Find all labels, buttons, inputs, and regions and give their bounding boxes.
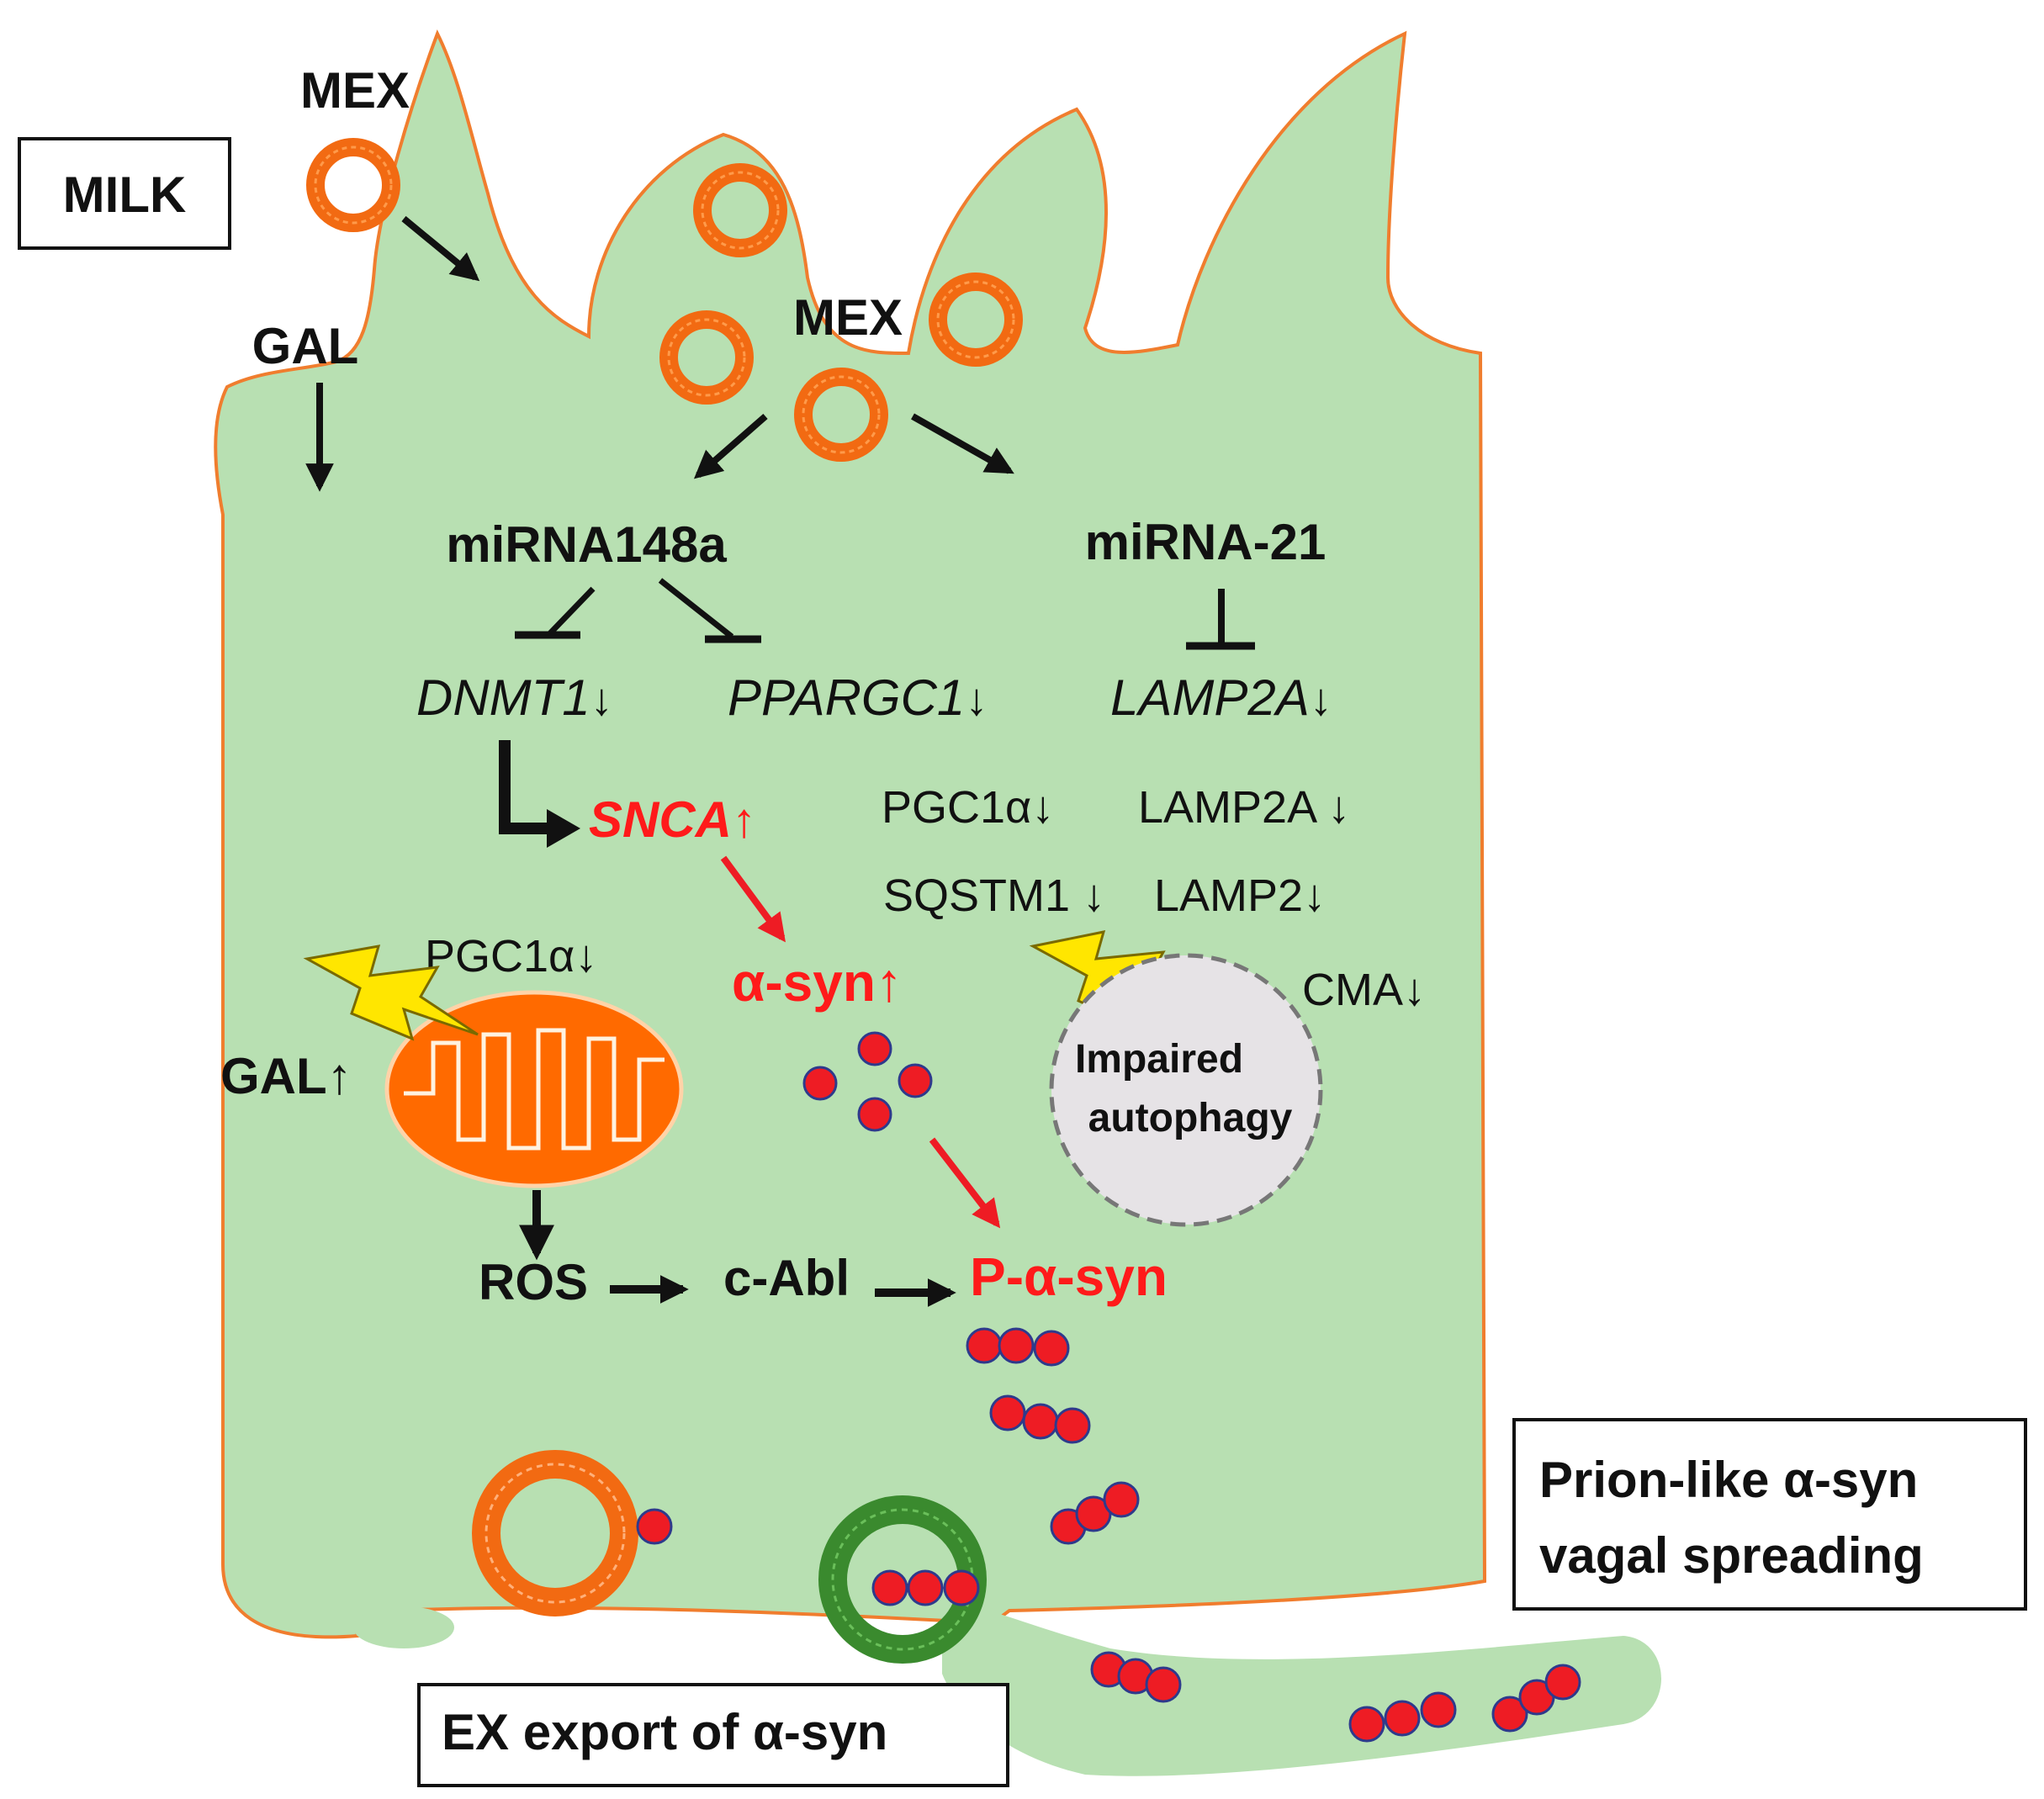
prion-line1: Prion-like α-syn [1539, 1452, 1918, 1508]
dnmt1-label: DNMT1↓ [416, 669, 613, 726]
mex-to-mirna148a-arrow [693, 413, 768, 479]
lamp2a-gene-label: LAMP2A↓ [1110, 669, 1332, 726]
ex-export-box: EX export of α-syn [417, 1683, 1009, 1787]
exosome-icon [929, 272, 1023, 367]
cabl-label: c-Abl [723, 1250, 850, 1306]
gal-up-label: GAL↑ [220, 1048, 352, 1104]
exosome-icon [659, 310, 754, 405]
inhibit-dnmt1-line [546, 586, 596, 638]
mex-to-mirna21-arrow [911, 413, 1014, 474]
impaired-autophagy-vesicle: Impaired autophagy [1049, 953, 1323, 1227]
exosome-icon [693, 163, 787, 257]
dnmt1-to-snca-arrow [499, 740, 551, 834]
gal-outside-label: GAL [252, 318, 359, 374]
milk-box: MILK [18, 137, 231, 250]
ppargc1-label: PPARGC1↓ [728, 669, 988, 726]
mex-entry-arrow [401, 215, 480, 282]
dnmt1-to-snca-arrowhead [547, 809, 580, 848]
lightning-bolt-icon [303, 944, 479, 1041]
sqstm1-label: SQSTM1 ↓ [883, 870, 1105, 921]
ros-label: ROS [479, 1254, 588, 1310]
alpha-syn-to-p-alpha-syn-arrow [929, 1137, 1001, 1229]
exosome-icon [794, 368, 888, 462]
alpha-syn-aggregates [966, 1327, 1581, 1743]
impaired-line2: autophagy [1088, 1096, 1293, 1140]
alpha-syn-label: α-syn↑ [732, 952, 903, 1013]
pgc1a-left-label: PGC1α↓ [425, 931, 597, 982]
prion-line2: vagal spreading [1539, 1527, 1924, 1584]
vagal-nerve-extension [942, 1598, 1661, 1776]
cma-label: CMA↓ [1302, 965, 1426, 1015]
snca-label: SNCA↑ [589, 791, 756, 848]
snca-to-alpha-syn-arrow [720, 855, 786, 943]
mirna21-label: miRNA-21 [1085, 514, 1326, 570]
lamp2-label: LAMP2↓ [1154, 870, 1326, 921]
mirna148a-label: miRNA148a [446, 516, 727, 573]
mex-outside-label: MEX [300, 62, 410, 119]
mex-inside-label: MEX [793, 289, 903, 346]
cell-foot [353, 1606, 454, 1648]
inhibit-ppargc1-line [658, 578, 734, 639]
impaired-line1: Impaired [1075, 1037, 1243, 1082]
pgc1a-right-label: PGC1α↓ [882, 782, 1054, 833]
exosome-icon [306, 138, 400, 232]
mitochondrion-icon [384, 990, 684, 1188]
p-alpha-syn-label: P-α-syn [970, 1246, 1168, 1307]
ex-export-label: EX export of α-syn [442, 1704, 887, 1760]
prion-like-box: Prion-like α-syn vagal spreading [1512, 1418, 2027, 1611]
exosome-icon [818, 1495, 987, 1664]
milk-label: MILK [63, 167, 187, 223]
exosome-icon [472, 1450, 673, 1616]
intestinal-cell [214, 29, 1487, 1639]
lamp2a-protein-label: LAMP2A ↓ [1138, 782, 1350, 833]
alpha-syn-monomers [802, 1031, 933, 1132]
